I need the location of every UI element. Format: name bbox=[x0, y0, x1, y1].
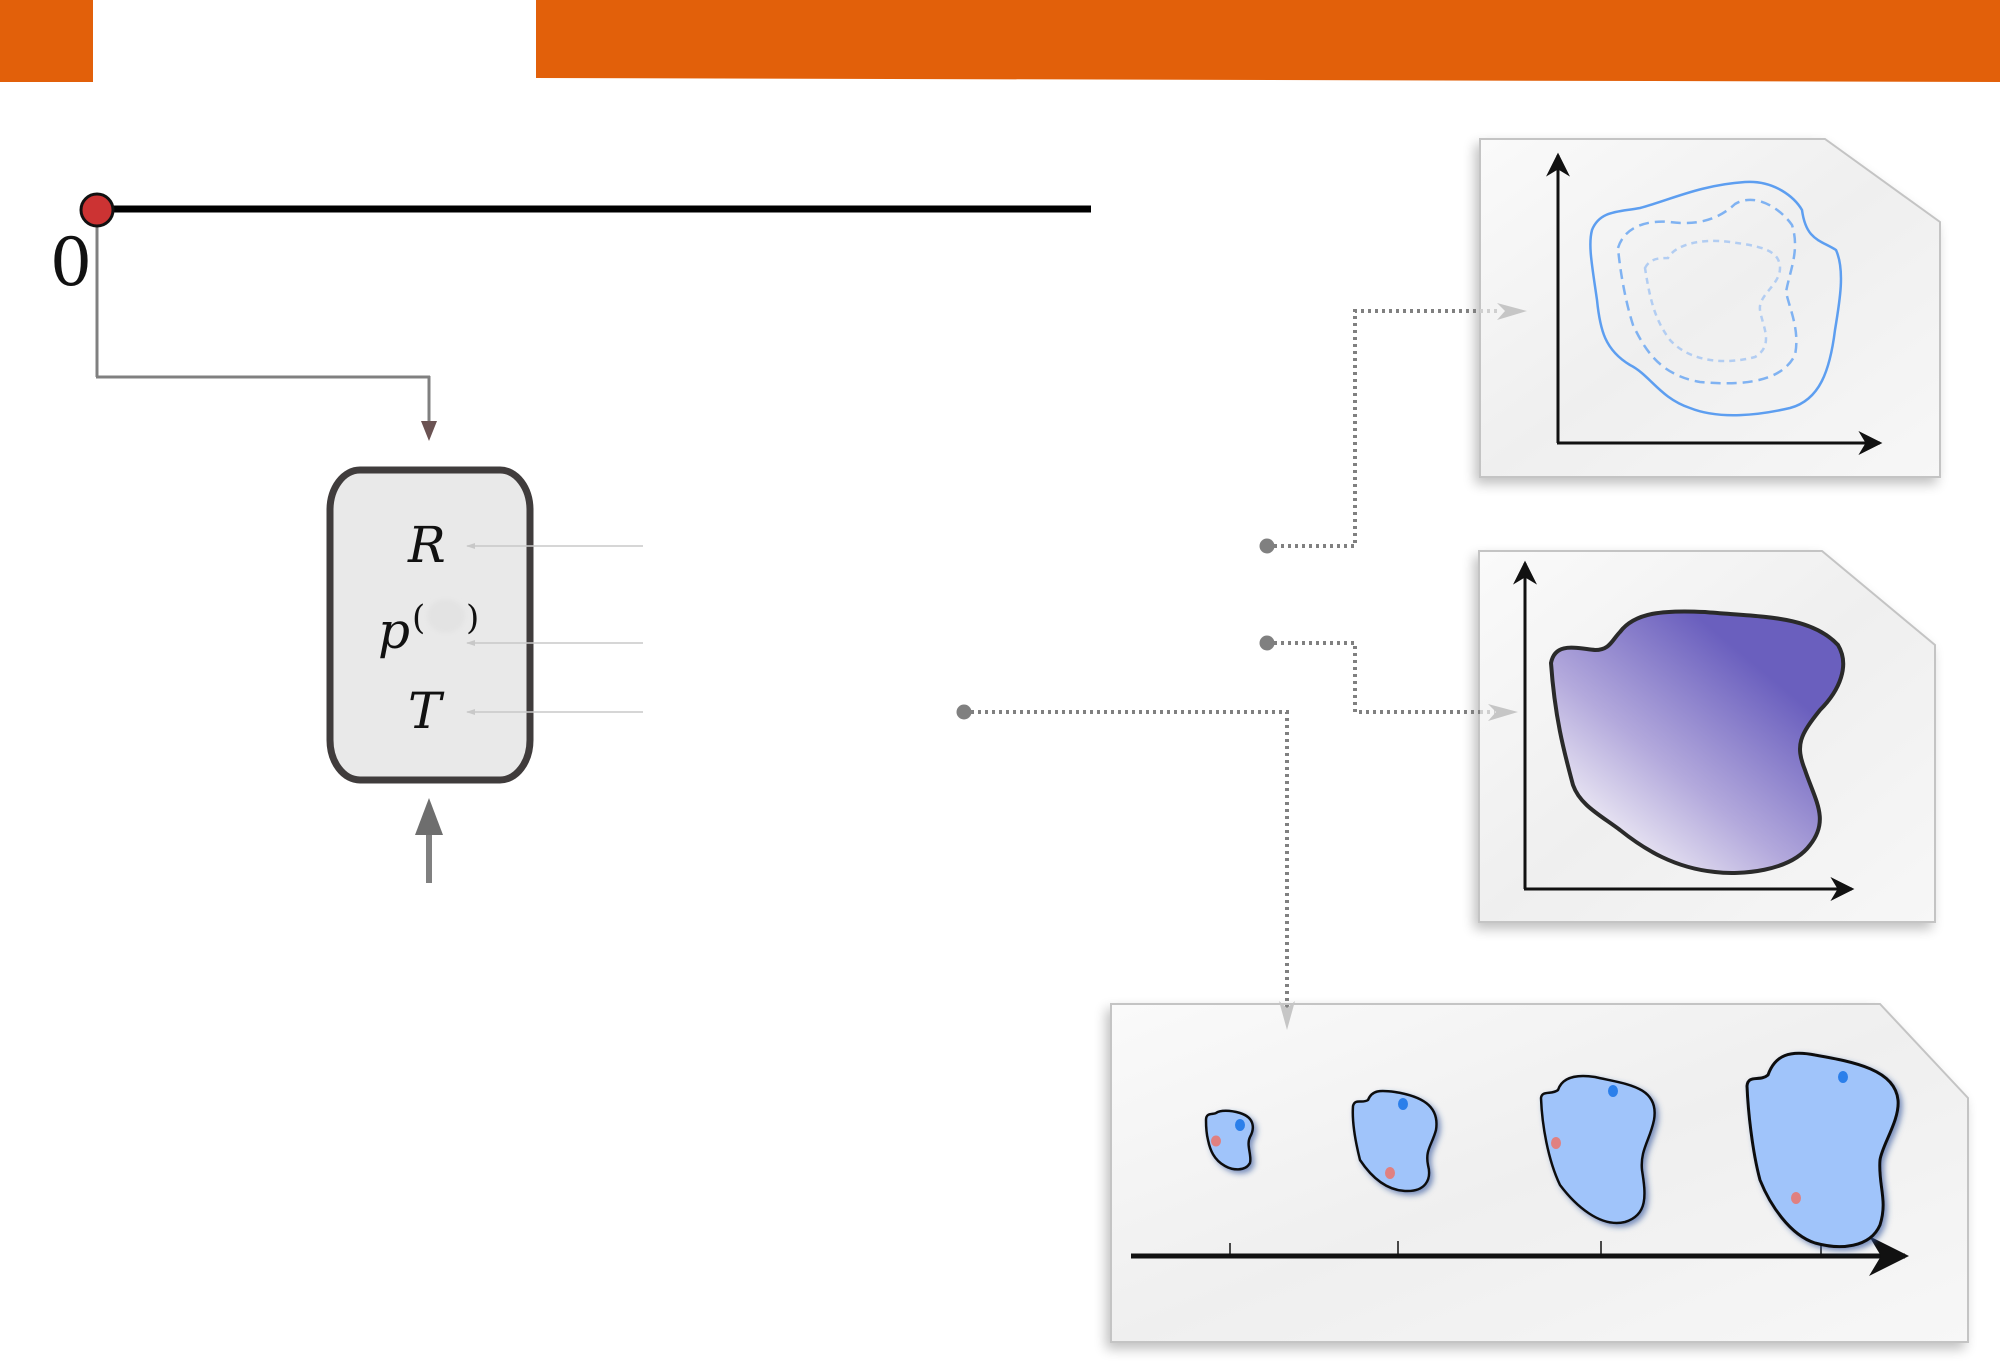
connector-endpoint-1[interactable] bbox=[1259, 538, 1275, 554]
region-stage-3 bbox=[1539, 1074, 1656, 1225]
arrow-down-icon bbox=[421, 421, 437, 441]
contour-plot-panel[interactable] bbox=[1479, 138, 1941, 478]
arrow-up-icon bbox=[415, 798, 443, 835]
timeline-start-label: 0 bbox=[50, 224, 92, 301]
arrow-down-icon bbox=[1279, 1001, 1295, 1030]
symbol-p: p bbox=[378, 602, 410, 660]
arrow-left-icon bbox=[466, 640, 475, 646]
connector-to-density-panel bbox=[1267, 641, 1480, 714]
box-input-lines bbox=[467, 545, 643, 713]
red-point-icon bbox=[1551, 1137, 1561, 1149]
arrow-right-icon bbox=[1497, 303, 1527, 320]
symbol-r: R bbox=[407, 516, 446, 574]
red-point-icon bbox=[1211, 1135, 1221, 1147]
symbol-p-paren-close: ) bbox=[466, 598, 479, 638]
region-stage-2 bbox=[1351, 1089, 1438, 1193]
symbol-t: T bbox=[408, 682, 445, 740]
symbol-p-paren-open: ( bbox=[412, 598, 425, 638]
density-region bbox=[1548, 609, 1846, 875]
blurred-placeholder-icon bbox=[427, 599, 465, 633]
blue-point-icon bbox=[1838, 1071, 1848, 1083]
red-point-icon bbox=[1791, 1192, 1801, 1204]
connector-endpoint-2[interactable] bbox=[1259, 635, 1275, 651]
red-point-icon bbox=[1385, 1167, 1395, 1179]
arrow-left-icon bbox=[466, 709, 475, 715]
arrow-right-icon bbox=[1488, 704, 1518, 721]
connector-endpoint-3[interactable] bbox=[956, 704, 972, 720]
contour-inner bbox=[1643, 239, 1782, 363]
header-bar-left bbox=[0, 0, 93, 82]
timeline-start-marker[interactable] bbox=[79, 192, 115, 228]
connector-to-evolution-panel bbox=[964, 710, 1289, 1018]
header-bar-right bbox=[536, 0, 2000, 82]
blue-point-icon bbox=[1398, 1098, 1408, 1110]
region-stage-4 bbox=[1745, 1051, 1900, 1249]
blue-point-icon bbox=[1235, 1119, 1245, 1131]
contour-middle bbox=[1616, 198, 1798, 385]
connector-to-contour-panel bbox=[1267, 309, 1480, 548]
arrow-left-icon bbox=[466, 543, 475, 549]
blue-point-icon bbox=[1608, 1085, 1618, 1097]
contour-outer bbox=[1589, 180, 1843, 417]
